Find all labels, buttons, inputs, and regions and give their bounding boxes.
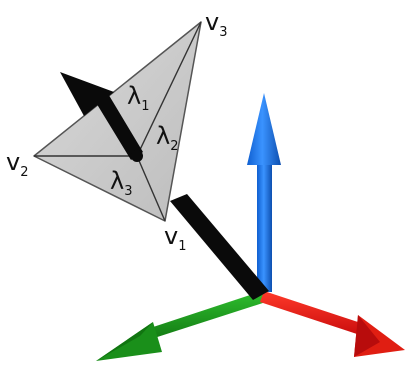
axis-green-head-shade xyxy=(96,322,153,361)
split-line-v1 xyxy=(136,155,166,222)
label-v2: v2 xyxy=(6,148,28,180)
axis-blue-shaft xyxy=(257,158,272,292)
label-lambda1: λ1 xyxy=(127,82,149,114)
axis-green-arrow xyxy=(96,291,269,361)
axis-red-head-shade xyxy=(354,315,380,357)
label-lambda3: λ3 xyxy=(110,167,132,199)
axis-green-shaft xyxy=(141,291,269,340)
label-v1: v1 xyxy=(164,222,186,254)
normal-arrow xyxy=(60,72,143,162)
axis-blue-head xyxy=(247,93,281,165)
label-lambda2: λ2 xyxy=(156,122,178,154)
normal-arrow-head xyxy=(60,72,114,116)
normal-arrow-shaft-upper xyxy=(95,92,143,160)
axis-red-shaft xyxy=(260,291,370,337)
normal-arrow-shaft-lower xyxy=(170,194,269,300)
split-line-v3 xyxy=(136,21,202,157)
label-v3: v3 xyxy=(205,8,227,40)
axis-red-arrow xyxy=(260,291,405,357)
axis-blue-arrow xyxy=(247,93,281,292)
normal-arrow-origin-dot xyxy=(131,150,143,162)
